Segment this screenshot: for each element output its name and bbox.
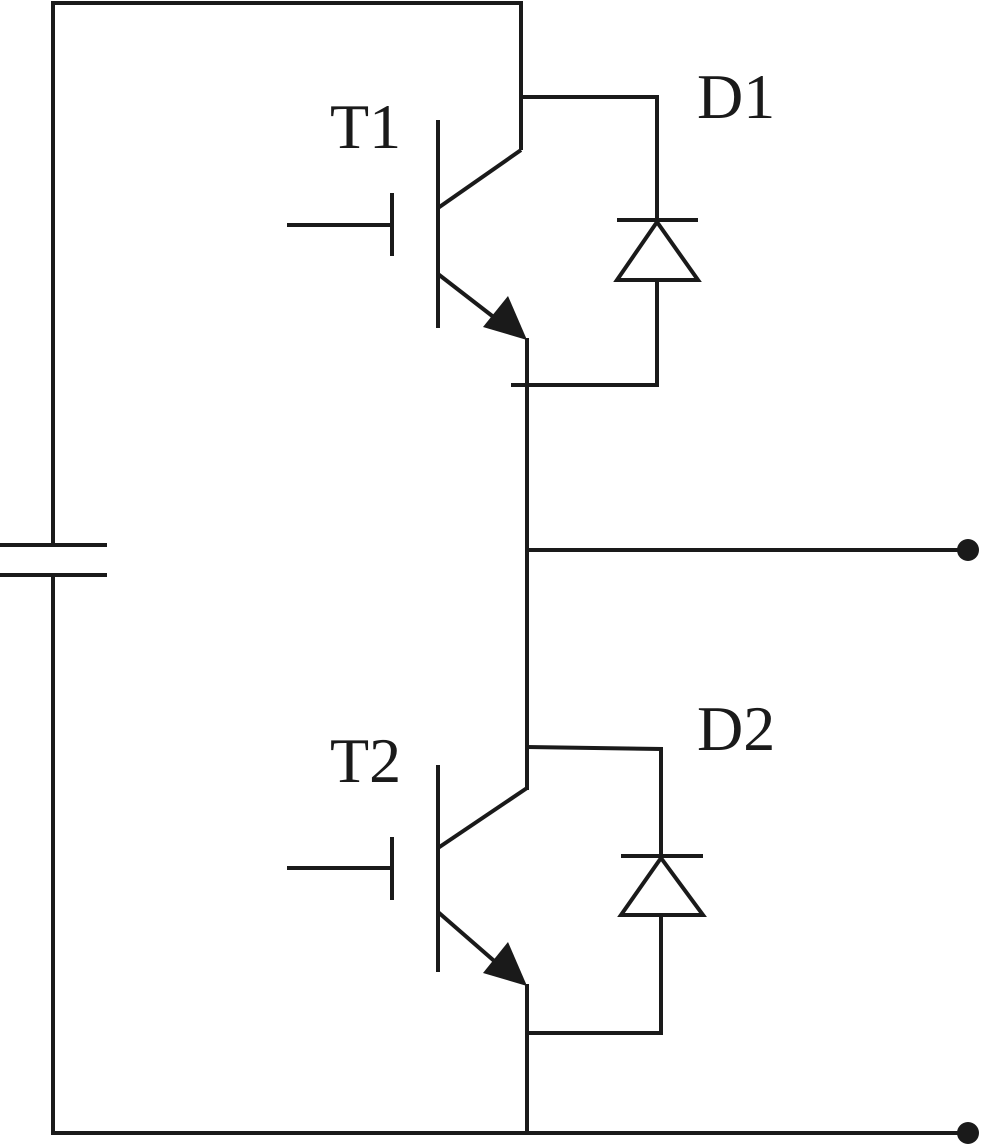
t2-emitter-arrow-icon: [483, 942, 527, 986]
label-t1: T1: [330, 91, 401, 162]
diode-d1: [511, 95, 702, 387]
dc-link-capacitor: [0, 1, 968, 1135]
diode-d2: [526, 745, 707, 1035]
t1-emitter-arrow-icon: [483, 296, 527, 340]
bottom-terminal-dot-icon: [957, 1122, 979, 1144]
transistor-t2: [287, 550, 529, 1133]
t1-emitter-leg: [436, 272, 502, 324]
d2-bottom-wire: [527, 915, 663, 1035]
label-d1: D1: [697, 61, 775, 132]
bottom-rail-wire: [51, 575, 968, 1135]
label-t2: T2: [330, 725, 401, 796]
top-rail-wire: [51, 1, 523, 545]
output-terminal-dot-icon: [957, 539, 979, 561]
transistor-t1: [287, 120, 529, 550]
d1-top-wire: [521, 95, 659, 220]
d1-bottom-wire: [511, 280, 659, 387]
d1-anode-triangle-icon: [613, 218, 702, 282]
label-d2: D2: [697, 693, 775, 764]
output-terminal-midpoint: [527, 539, 979, 561]
t1-collector-leg: [436, 148, 523, 210]
t2-collector-leg: [436, 786, 529, 850]
d2-anode-triangle-icon: [617, 854, 707, 917]
t2-emitter-leg: [436, 910, 502, 968]
d2-top-wire: [526, 745, 663, 856]
